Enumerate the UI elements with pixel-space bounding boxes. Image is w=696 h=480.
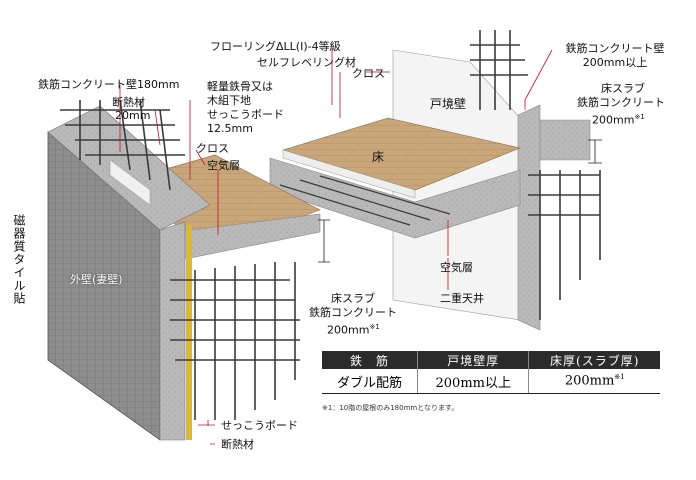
spec-header-rebar: 鉄 筋: [322, 351, 418, 369]
label-insulation-bottom: 断熱材: [221, 438, 254, 451]
spec-header-slab: 床厚(スラブ厚): [528, 351, 660, 369]
label-self-leveling: セルフレベリング材: [257, 56, 356, 69]
label-double-ceiling: 二重天井: [440, 292, 484, 305]
label-slab-center-1: 床スラブ: [331, 292, 375, 305]
label-flooring: フローリングΔLL(Ⅰ)-4等級: [210, 40, 341, 53]
label-rc-wall-left: 鉄筋コンクリート壁180mm: [38, 78, 180, 91]
label-cloth-left: クロス: [196, 142, 229, 155]
spec-header-wall: 戸境壁厚: [416, 351, 529, 369]
spec-header-row: 鉄 筋 戸境壁厚 床厚(スラブ厚): [322, 351, 660, 369]
slab-dimension-right: [588, 139, 602, 164]
label-lgs-2: 木組下地: [207, 94, 251, 107]
label-slab-center-2: 鉄筋コンクリート: [309, 306, 397, 319]
label-exterior-wall: 外壁(妻壁): [70, 273, 123, 286]
spec-value-slab: 200mm※1: [528, 369, 660, 394]
label-cloth-top: クロス: [352, 67, 385, 80]
label-insulation-top-1: 断熱材: [112, 96, 145, 109]
label-lgs-3: せっこうボード: [207, 108, 284, 121]
label-rc-wall-right-1: 鉄筋コンクリート壁: [565, 42, 665, 55]
right-rc-wall: [470, 30, 601, 331]
spec-value-wall: 200mm以上: [416, 369, 529, 394]
label-door-wall: 戸境壁: [430, 97, 467, 111]
spec-value-rebar: ダブル配筋: [322, 369, 418, 394]
label-floor: 床: [372, 150, 385, 164]
leader-lines: [119, 47, 553, 445]
slab-dimension-center: [318, 219, 330, 263]
label-lgs-1: 軽量鉄骨又は: [207, 80, 273, 93]
spec-value-row: ダブル配筋 200mm以上 200mm※1: [322, 369, 660, 394]
label-air-layer-right: 空気層: [440, 261, 473, 274]
right-floor-slab: [269, 117, 522, 239]
label-gypsum-bottom: せっこうボード: [221, 419, 298, 432]
label-tile: 磁器質タイル貼: [12, 214, 26, 305]
label-slab-right-1: 床スラブ: [601, 82, 645, 95]
label-rc-wall-right-2: 200mm以上: [582, 56, 648, 69]
label-slab-center-3: 200mm※1: [327, 323, 380, 337]
label-slab-right-2: 鉄筋コンクリート: [577, 96, 665, 109]
label-lgs-4: 12.5mm: [207, 122, 253, 135]
label-air-layer-left: 空気層: [207, 159, 240, 172]
label-insulation-top-2: 20mm: [115, 109, 151, 122]
label-slab-right-3: 200mm※1: [592, 113, 645, 127]
footnote: ※1：10階の屋根のみ180mmとなります。: [322, 404, 459, 412]
left-rebar: [60, 99, 300, 420]
spec-table: 鉄 筋 戸境壁厚 床厚(スラブ厚) ダブル配筋 200mm以上 200mm※1: [322, 351, 660, 394]
